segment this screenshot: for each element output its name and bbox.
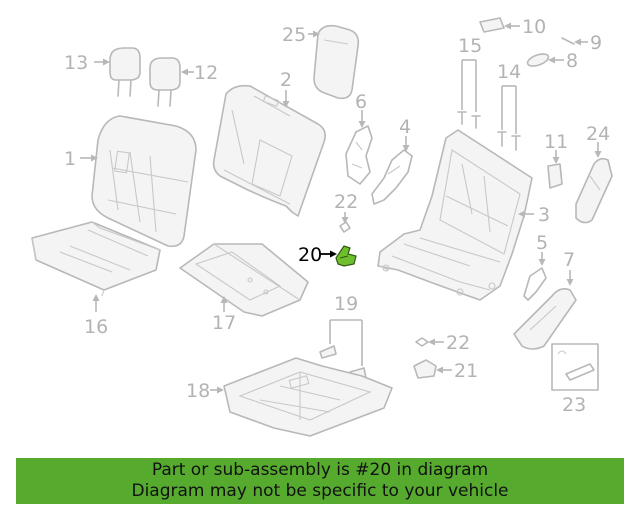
callout-18: 18 [186, 380, 210, 402]
callout-13: 13 [64, 52, 88, 74]
part-bolts-14 [497, 85, 521, 151]
part-trim-24 [575, 157, 613, 224]
part-bolts-15 [457, 59, 481, 129]
part-headrest-left [109, 47, 141, 97]
part-20-highlighted[interactable] [335, 245, 357, 267]
part-floor-tray [223, 357, 393, 437]
banner-line-2: Diagram may not be specific to your vehi… [131, 481, 509, 501]
callout-20: 20 [298, 244, 322, 266]
callout-11: 11 [544, 131, 568, 153]
part-seat-pan [179, 243, 309, 317]
part-headrest-right [149, 57, 181, 107]
callout-16: 16 [84, 316, 108, 338]
part-clip-22-top [339, 221, 351, 233]
part-bracket-21 [413, 359, 437, 379]
part-seat-frame [377, 129, 533, 301]
callout-9: 9 [590, 32, 602, 54]
callout-23: 23 [562, 394, 586, 416]
part-seat-cushion [31, 221, 161, 297]
callout-6: 6 [355, 91, 367, 113]
callout-1: 1 [64, 148, 76, 170]
callout-24: 24 [586, 123, 610, 145]
callout-19: 19 [334, 293, 358, 315]
callout-14: 14 [497, 61, 521, 83]
callout-22-top: 22 [334, 191, 358, 213]
callout-8: 8 [566, 50, 578, 72]
part-cover-25 [313, 24, 360, 100]
callout-3: 3 [538, 204, 550, 226]
part-kit-23 [551, 343, 599, 391]
part-cap-8 [526, 53, 550, 67]
info-banner: Part or sub-assembly is #20 in diagram D… [16, 458, 624, 504]
callout-25: 25 [282, 24, 306, 46]
parts-diagram: 13 12 1 16 2 25 6 4 22 20 17 10 9 8 15 1… [31, 16, 613, 437]
part-seat-back-frame [212, 84, 326, 217]
callout-10: 10 [522, 16, 546, 38]
callout-4: 4 [399, 116, 411, 138]
part-clip-22-lower [415, 337, 429, 347]
part-latch-11 [547, 163, 563, 189]
part-pin-9 [561, 37, 575, 45]
banner-line-1: Part or sub-assembly is #20 in diagram [151, 460, 489, 480]
callout-2: 2 [280, 69, 292, 91]
part-bracket-6 [345, 125, 373, 185]
part-handle-10 [479, 17, 505, 33]
callout-22-lower: 22 [446, 332, 470, 354]
callout-7: 7 [563, 249, 575, 271]
callout-21: 21 [454, 360, 478, 382]
part-bracket-5 [523, 267, 547, 301]
callout-12: 12 [194, 62, 218, 84]
part-bracket-4 [371, 149, 413, 205]
part-trim-7 [513, 288, 577, 350]
callout-5: 5 [536, 232, 548, 254]
part-seat-back-left [91, 115, 197, 248]
callout-17: 17 [212, 312, 236, 334]
callout-15: 15 [458, 35, 482, 57]
